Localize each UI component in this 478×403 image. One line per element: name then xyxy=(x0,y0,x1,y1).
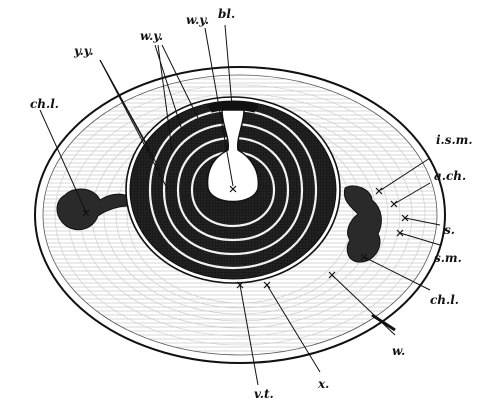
white-yolk-layers xyxy=(148,108,318,270)
label-vt: v.t. xyxy=(254,387,274,401)
label-chl-right: ch.l. xyxy=(430,293,459,307)
label-w: w. xyxy=(392,344,405,358)
label-ach: a.ch. xyxy=(434,169,466,183)
label-bl: bl. xyxy=(218,7,235,21)
leader-lines xyxy=(39,24,441,386)
label-sm: s.m. xyxy=(434,251,462,265)
label-ism: i.s.m. xyxy=(436,133,473,147)
label-wy-right: w.y. xyxy=(186,13,209,27)
chalaza-right xyxy=(343,185,382,263)
label-wy-left: w.y. xyxy=(140,29,163,43)
chalaza-left xyxy=(56,188,131,231)
label-x: x. xyxy=(317,377,329,391)
label-s: s. xyxy=(444,223,455,237)
label-yy: y.y. xyxy=(73,44,94,58)
latebra xyxy=(206,109,259,203)
label-chl-left: ch.l. xyxy=(30,97,59,111)
